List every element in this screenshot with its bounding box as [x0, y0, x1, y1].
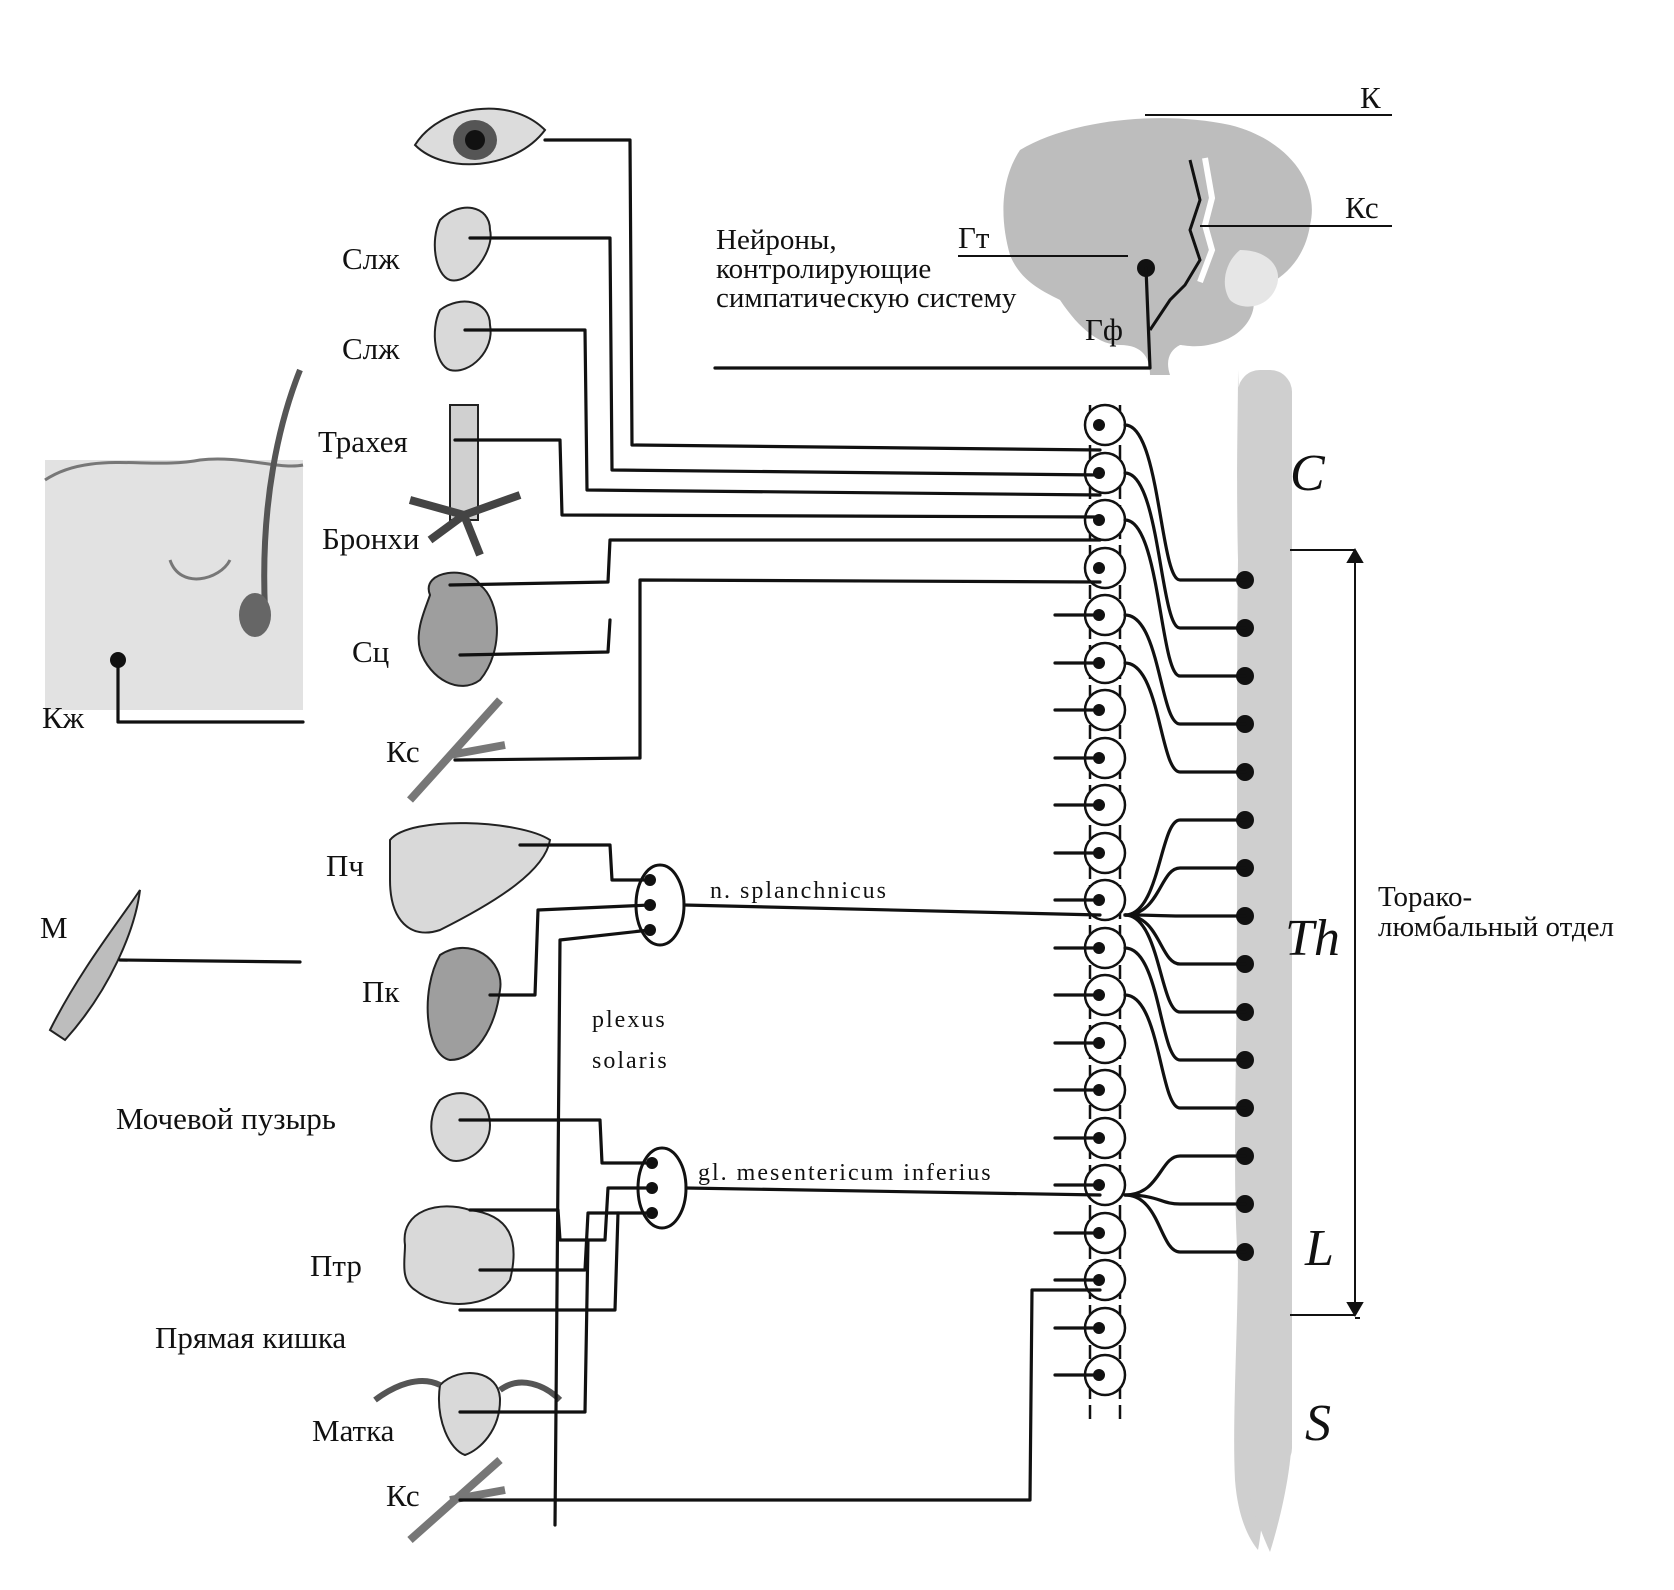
organ-eye: [413, 107, 547, 166]
label-uterus: Матка: [312, 1413, 395, 1448]
organ-skin: [44, 368, 304, 710]
label-muscle: М: [40, 910, 68, 945]
organ-vessel-upper: [407, 697, 506, 803]
trunk-neuron: [1093, 1132, 1105, 1144]
organ-trachea: [408, 404, 522, 557]
label-heart: Сц: [352, 634, 390, 669]
nerve-wires: [116, 138, 1102, 1527]
trunk-neuron: [1093, 989, 1105, 1001]
label-rectum: Прямая кишка: [155, 1320, 347, 1355]
trunk-neuron: [1093, 419, 1105, 431]
organ-muscle: [48, 889, 141, 1042]
organ-lacrimal-gland-1: [433, 206, 492, 282]
trunk-neuron: [1093, 657, 1105, 669]
organ-vessel-lower: [407, 1457, 506, 1543]
label-pituitary: Гф: [1085, 312, 1123, 347]
label-seg-c: C: [1290, 445, 1326, 502]
label-mesenteric-ganglion: gl. mesentericum inferius: [698, 1160, 993, 1186]
label-cerebellum: Кс: [1345, 190, 1379, 225]
trunk-neuron: [1093, 1037, 1105, 1049]
label-skin: Кж: [42, 700, 85, 735]
label-lacrimal-2: Слж: [342, 331, 400, 366]
label-plexus-solaris: plexus solaris: [592, 1007, 669, 1074]
organ-kidney: [426, 946, 502, 1062]
sympathetic-trunk: [1083, 403, 1127, 1420]
label-lacrimal-1: Слж: [342, 241, 400, 276]
trunk-neuron: [1093, 799, 1105, 811]
trunk-neuron: [1093, 704, 1105, 716]
label-vessel-upper: Кс: [386, 734, 420, 769]
label-seg-s: S: [1305, 1395, 1331, 1452]
preganglionic-wires: [1053, 423, 1247, 1377]
label-splanchnic-nerve: n. splanchnicus: [710, 878, 888, 904]
label-brain-cortex: К: [1360, 80, 1381, 115]
trunk-neuron: [1093, 847, 1105, 859]
trunk-neuron: [1093, 1227, 1105, 1239]
label-trachea: Трахея: [318, 424, 408, 459]
trunk-neuron: [1093, 1084, 1105, 1096]
trunk-neuron: [1093, 942, 1105, 954]
label-hypothalamus: Гт: [958, 220, 990, 255]
label-seg-th: Th: [1285, 910, 1340, 967]
trunk-neuron: [1093, 609, 1105, 621]
organ-uterus: [373, 1372, 563, 1457]
label-seg-l: L: [1304, 1220, 1334, 1277]
organ-bladder: [430, 1092, 492, 1162]
label-bladder: Мочевой пузырь: [116, 1101, 336, 1136]
label-kidney: Пк: [362, 974, 400, 1009]
organ-heart: [417, 571, 498, 687]
label-liver: Пч: [326, 848, 364, 883]
trunk-neuron: [1093, 467, 1105, 479]
label-neurons: Нейроны, контролирующие симпатическую си…: [716, 224, 1017, 314]
organ-intestine: [403, 1205, 515, 1305]
trunk-neuron: [1093, 1179, 1105, 1191]
brain: [713, 118, 1312, 376]
organ-lacrimal-gland-2: [433, 300, 492, 372]
trunk-neuron: [1093, 1369, 1105, 1381]
label-bronchi: Бронхи: [322, 521, 420, 556]
trunk-neuron: [1093, 1274, 1105, 1286]
organ-liver: [389, 822, 552, 934]
trunk-neuron: [1093, 1322, 1105, 1334]
trunk-neuron: [1093, 752, 1105, 764]
label-intestine: Птр: [310, 1248, 362, 1283]
label-thoracolumbar: Торако-люмбальный отдел: [1378, 881, 1614, 944]
trunk-neuron: [1093, 562, 1105, 574]
label-vessel-lower: Кс: [386, 1478, 420, 1513]
trunk-neuron: [1093, 894, 1105, 906]
